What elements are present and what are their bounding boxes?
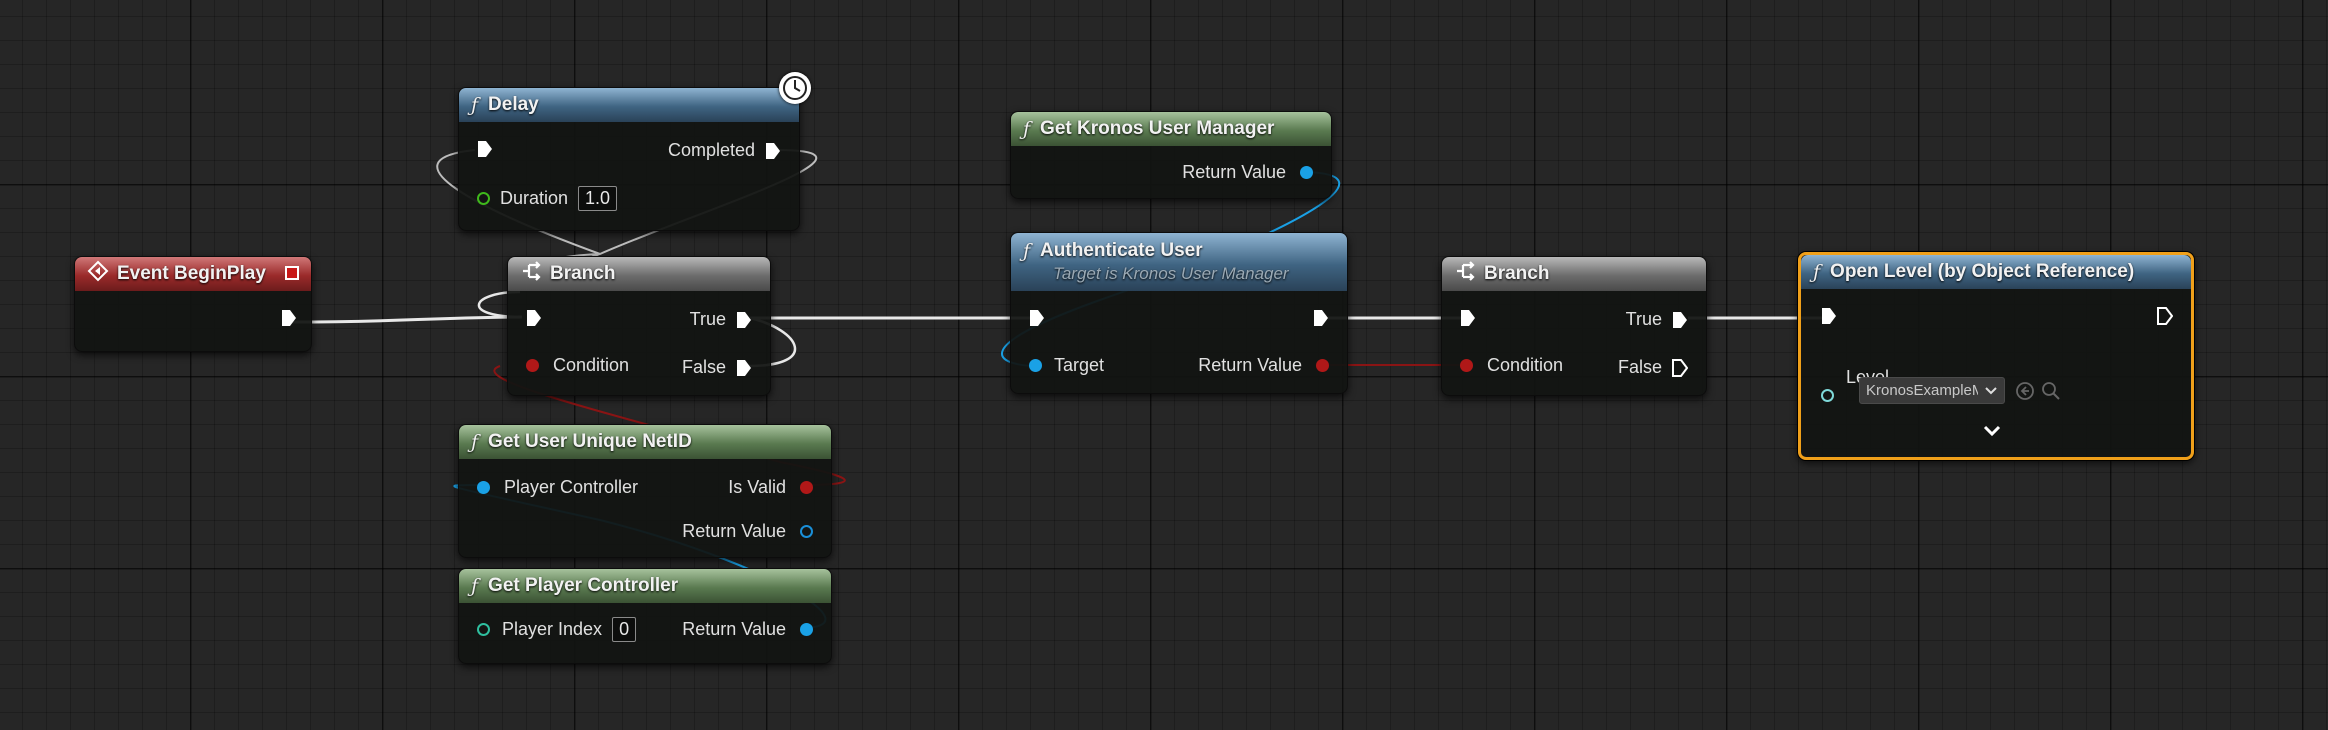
false-label: False [681, 357, 726, 377]
return-value-label: Return Value [1182, 162, 1286, 182]
return-value-label: Return Value [682, 521, 786, 541]
node-branch-1[interactable]: Branch True Condition False [507, 256, 771, 396]
player-index-input[interactable]: 0 [612, 617, 637, 642]
exec-in-pin[interactable] [526, 309, 542, 327]
player-controller-label: Player Controller [504, 477, 639, 497]
node-event-beginplay[interactable]: Event BeginPlay [74, 256, 312, 352]
function-icon: ƒ [471, 575, 479, 597]
node-header[interactable]: ƒ Get Kronos User Manager [1011, 112, 1331, 146]
bool-pin[interactable] [1316, 359, 1329, 372]
exec-true-pin[interactable] [1672, 311, 1688, 329]
event-icon [87, 260, 109, 288]
node-header[interactable]: Branch [508, 257, 770, 291]
exec-out-pin[interactable] [2157, 307, 2173, 325]
target-label: Target [1054, 355, 1105, 375]
level-asset-dropdown[interactable]: KronosExampleM [1859, 377, 2005, 404]
duration-label: Duration [500, 188, 569, 208]
exec-in-pin[interactable] [1821, 307, 1837, 325]
exec-out-pin[interactable] [765, 142, 781, 160]
node-title: Open Level (by Object Reference) [1830, 261, 2135, 282]
function-icon: ƒ [1023, 240, 1031, 262]
object-pin[interactable] [1300, 166, 1313, 179]
node-header[interactable]: ƒ Open Level (by Object Reference) [1801, 255, 2191, 289]
soft-object-pin[interactable] [1821, 389, 1834, 402]
node-header[interactable]: ƒ Delay [459, 88, 799, 122]
node-title: Branch [1484, 263, 1550, 284]
true-label: True [689, 309, 726, 329]
condition-label: Condition [553, 355, 630, 375]
chevron-down-icon [1985, 386, 1997, 394]
object-pin[interactable] [477, 481, 490, 494]
node-header[interactable]: Branch [1442, 257, 1706, 291]
branch-icon [520, 261, 542, 287]
clock-icon [779, 72, 811, 104]
replication-icon [285, 266, 299, 280]
exec-out-pin[interactable] [1313, 309, 1329, 327]
struct-pin[interactable] [800, 525, 813, 538]
node-get-player-controller[interactable]: ƒ Get Player Controller Player Index 0 R… [458, 568, 832, 664]
return-value-label: Return Value [682, 619, 786, 639]
exec-in-pin[interactable] [1029, 309, 1045, 327]
node-delay[interactable]: ƒ Delay Completed Duration 1.0 [458, 87, 800, 231]
bool-pin[interactable] [800, 481, 813, 494]
search-icon[interactable] [2041, 381, 2061, 401]
exec-in-pin[interactable] [477, 140, 493, 158]
function-icon: ƒ [1813, 261, 1821, 283]
node-subtitle: Target is Kronos User Manager [1053, 264, 1289, 283]
node-header[interactable]: ƒ Get Player Controller [459, 569, 831, 603]
node-header[interactable]: Event BeginPlay [75, 257, 311, 291]
node-title: Get User Unique NetID [488, 431, 692, 452]
node-get-kronos-user-manager[interactable]: ƒ Get Kronos User Manager Return Value [1010, 111, 1332, 199]
bool-pin[interactable] [1460, 359, 1473, 372]
node-title: Get Player Controller [488, 575, 679, 596]
node-get-user-unique-netid[interactable]: ƒ Get User Unique NetID Player Controlle… [458, 424, 832, 558]
false-label: False [1617, 357, 1662, 377]
condition-label: Condition [1487, 355, 1564, 375]
completed-label: Completed [667, 140, 755, 160]
node-authenticate-user[interactable]: ƒ Authenticate User Target is Kronos Use… [1010, 232, 1348, 394]
exec-true-pin[interactable] [736, 311, 752, 329]
bool-pin[interactable] [526, 359, 539, 372]
is-valid-label: Is Valid [728, 477, 786, 497]
level-asset-value: KronosExampleM [1866, 382, 1978, 399]
object-pin[interactable] [800, 623, 813, 636]
node-header[interactable]: ƒ Get User Unique NetID [459, 425, 831, 459]
exec-in-pin[interactable] [1460, 309, 1476, 327]
node-title: Event BeginPlay [117, 263, 266, 284]
duration-input[interactable]: 1.0 [578, 186, 618, 211]
node-title: Authenticate User [1040, 240, 1203, 261]
chevron-down-icon[interactable] [1983, 425, 2001, 437]
node-title: Get Kronos User Manager [1040, 118, 1275, 139]
exec-false-pin[interactable] [1672, 358, 1688, 377]
arrow-left-circle-icon[interactable] [2015, 381, 2035, 401]
node-open-level[interactable]: ƒ Open Level (by Object Reference) Level… [1798, 252, 2194, 460]
node-branch-2[interactable]: Branch True Condition False [1441, 256, 1707, 396]
exec-out-pin[interactable] [281, 309, 297, 327]
node-header[interactable]: ƒ Authenticate User Target is Kronos Use… [1011, 233, 1347, 291]
int-pin[interactable] [477, 623, 490, 636]
return-value-label: Return Value [1198, 355, 1302, 375]
branch-icon [1454, 261, 1476, 287]
player-index-label: Player Index [502, 619, 603, 639]
function-icon: ƒ [471, 431, 479, 453]
function-icon: ƒ [471, 94, 479, 116]
exec-false-pin[interactable] [736, 359, 752, 377]
float-pin[interactable] [477, 192, 490, 205]
function-icon: ƒ [1023, 118, 1031, 140]
object-pin[interactable] [1029, 359, 1042, 372]
node-title: Delay [488, 94, 539, 115]
true-label: True [1625, 309, 1662, 329]
node-title: Branch [550, 263, 616, 284]
